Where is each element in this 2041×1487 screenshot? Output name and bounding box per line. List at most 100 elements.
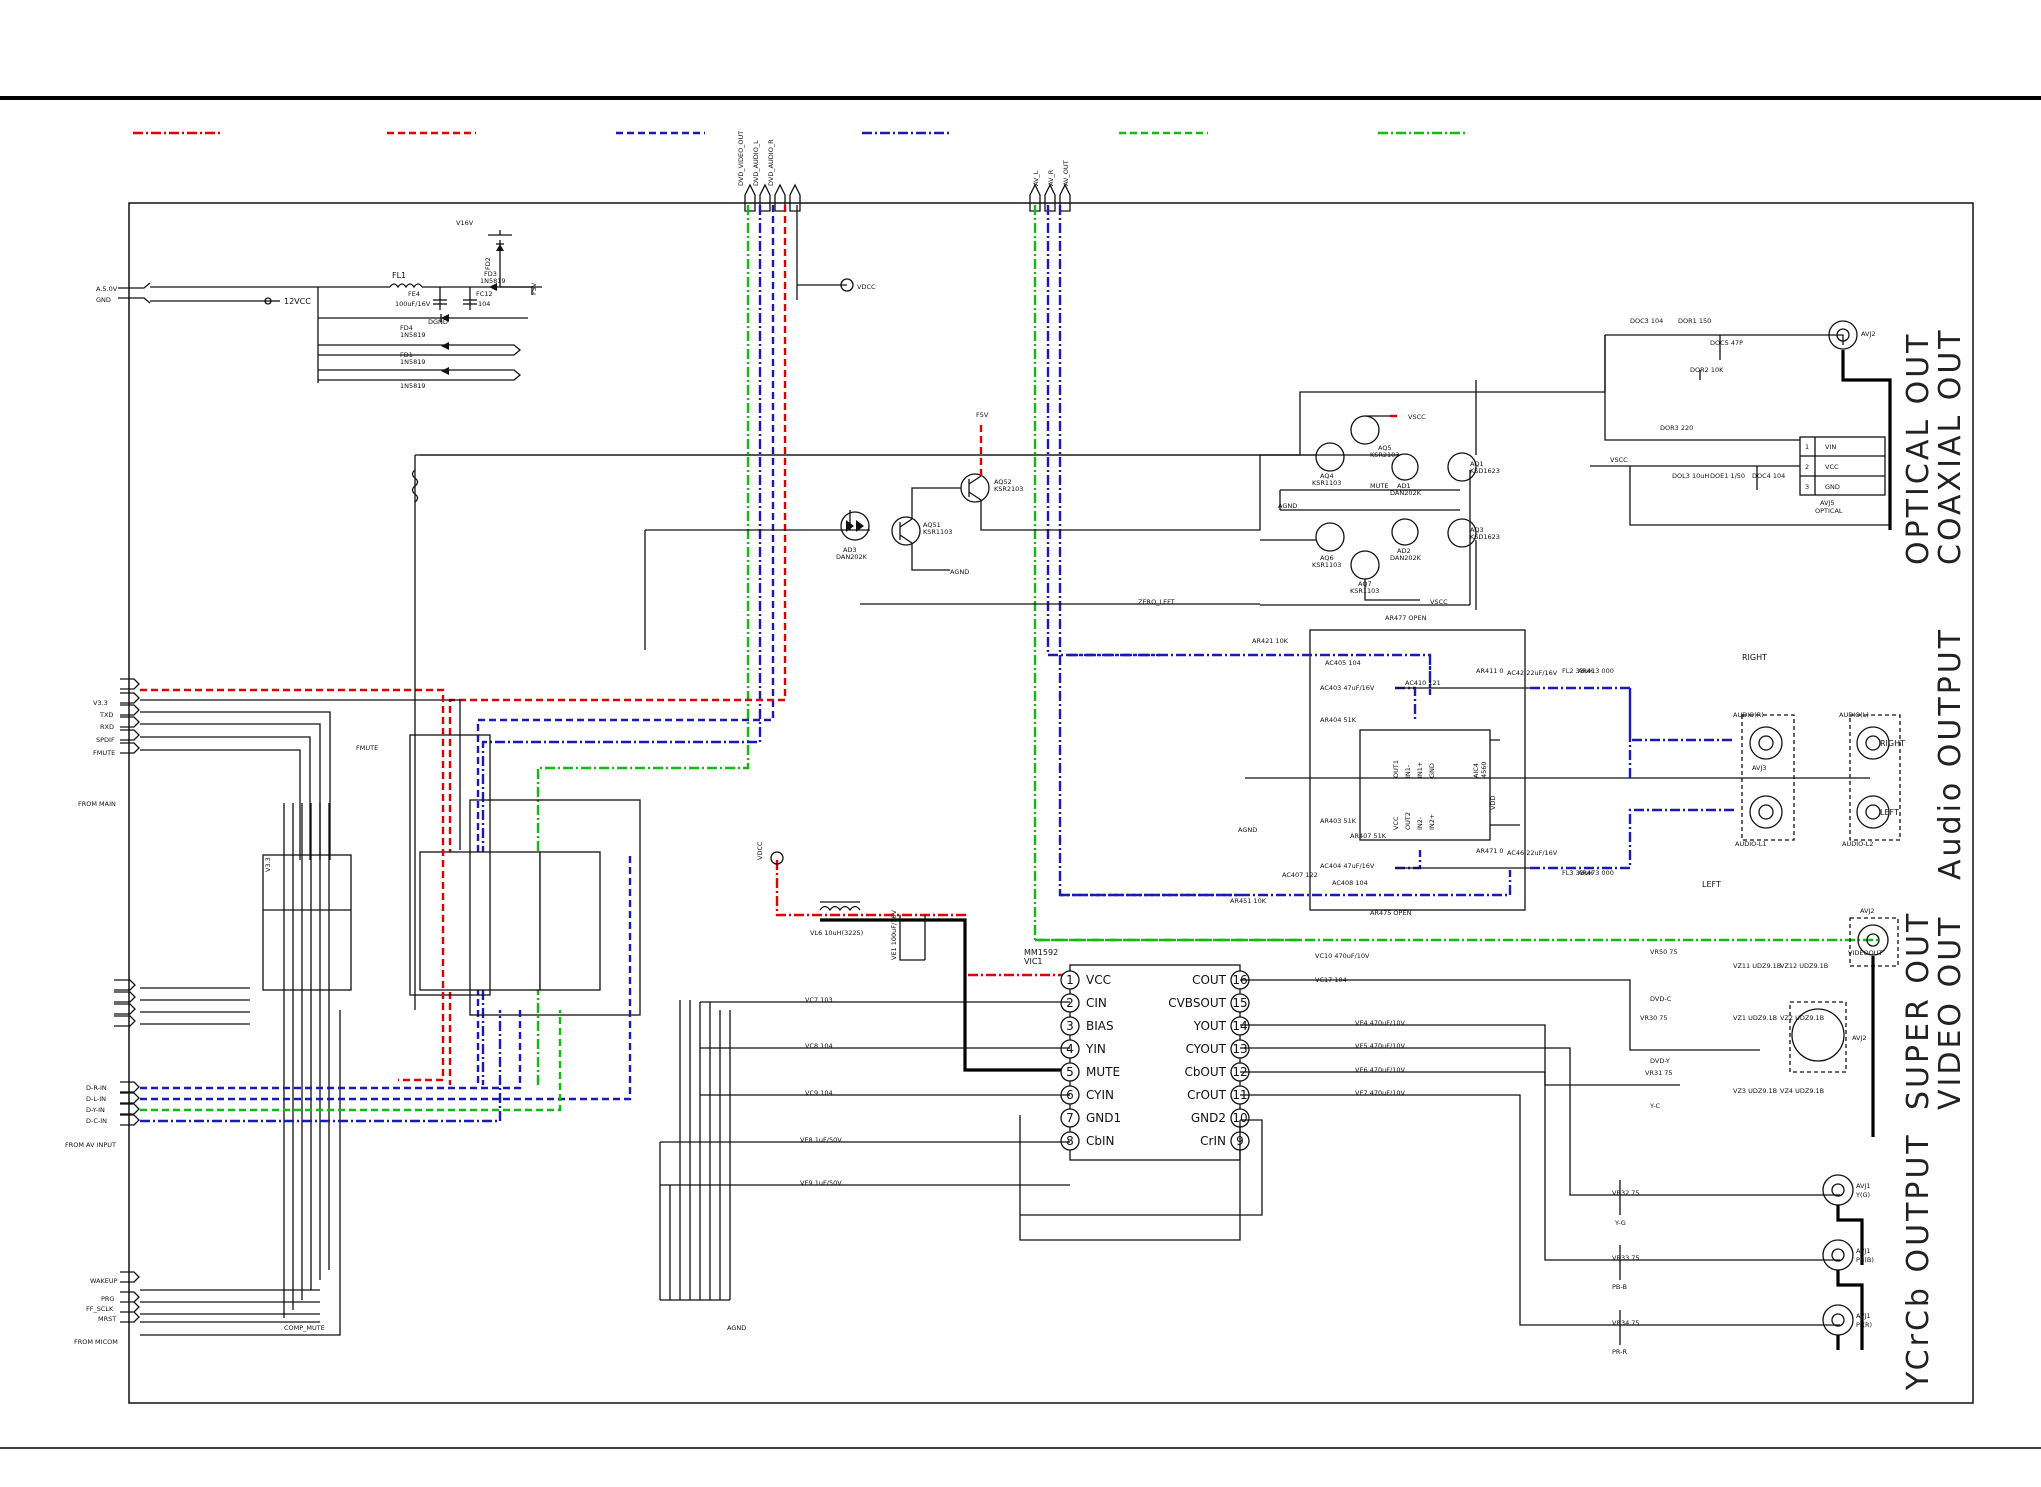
ve4-label: VE4 470uF/10V bbox=[1355, 1019, 1405, 1027]
opt-part-dor1: DOR1 150 bbox=[1678, 317, 1711, 325]
audio-section: AIC4 4560 OUT1 IN1- IN1+ GND VCC OUT2 IN… bbox=[1060, 614, 1905, 917]
audio-part-ar407: AR407 51K bbox=[1350, 832, 1387, 840]
av-input-connectors: D-R-IN D-L-IN D-Y-IN D-C-IN FROM AV INPU… bbox=[65, 855, 632, 1149]
audio-part-ar404: AR404 51K bbox=[1320, 716, 1357, 724]
opt-part-doe1: DOE1 1/50 bbox=[1710, 472, 1745, 480]
zero-left-net: ZERO_LEFT bbox=[1138, 598, 1175, 606]
vr32-label: VR32 75 bbox=[1612, 1189, 1640, 1197]
vscc-bot: VSCC bbox=[1430, 598, 1448, 606]
av-in-dc: D-C-IN bbox=[86, 1117, 107, 1125]
comp-gnd-pr: PR-R bbox=[1612, 1348, 1628, 1356]
aq4-ref: AQ4 bbox=[1320, 472, 1334, 480]
fmute-net: FMUTE bbox=[356, 744, 378, 752]
video-jack-label: VIDEOOUT bbox=[1848, 949, 1882, 957]
fe4-value: 100uF/16V bbox=[395, 300, 431, 308]
aic4-part: 4560 bbox=[1480, 761, 1488, 778]
optical-section: AVJ2 1 VIN 2 VCC 3 GND AVJ5 OPTICAL DOC3… bbox=[1590, 317, 1892, 530]
ic-pin-number: 5 bbox=[1066, 1065, 1074, 1079]
ic-pin-name: COUT bbox=[1192, 973, 1227, 987]
f5v-net: F5V bbox=[976, 411, 989, 419]
ic-pin-left bbox=[1060, 1062, 1080, 1082]
ic-pin-number: 8 bbox=[1066, 1134, 1074, 1148]
vz1-label: VZ1 UDZ9.1B bbox=[1733, 1014, 1777, 1022]
opt-pin1: 1 bbox=[1805, 443, 1809, 451]
audio-part-ar471: AR471 0 bbox=[1476, 847, 1504, 855]
vdcc-top: VDCC bbox=[857, 283, 876, 291]
micom-txd: TXD bbox=[99, 711, 113, 719]
power-connector-gnd: GND bbox=[96, 296, 111, 304]
vc17-label: VC17 104 bbox=[1315, 976, 1347, 984]
ad1-part: DAN202K bbox=[1390, 489, 1422, 497]
opt-pin1-name: VIN bbox=[1825, 443, 1836, 451]
ve6-label: VE6 470uF/10V bbox=[1355, 1066, 1405, 1074]
section-titles: OPTICAL OUT COAXIAL OUT Audio OUTPUT SUP… bbox=[1901, 327, 1968, 1391]
ic-pin-name: CIN bbox=[1086, 996, 1107, 1010]
audio-part-ar473: AR473 000 bbox=[1578, 869, 1614, 877]
ve9-label: VE9 1uF/50V bbox=[800, 1179, 842, 1187]
fd1-diode: 1N5819 bbox=[400, 358, 426, 366]
title-video-out: VIDEO OUT bbox=[1933, 915, 1968, 1110]
aq51-part: KSR1103 bbox=[923, 528, 952, 536]
aq6-ref: AQ6 bbox=[1320, 554, 1334, 562]
ic-pin-number: 14 bbox=[1232, 1019, 1247, 1033]
micom-mrst: MRST bbox=[98, 1315, 116, 1323]
ic-pin-left bbox=[1060, 993, 1080, 1013]
vr33-label: VR33 75 bbox=[1612, 1254, 1640, 1262]
fd3-diode: 1N5819 bbox=[480, 277, 506, 285]
av-in-dr: D-R-IN bbox=[86, 1084, 107, 1092]
aq1-part: KSD1623 bbox=[1470, 467, 1500, 475]
ve8-label: VE8 1uF/50V bbox=[800, 1136, 842, 1144]
left-label: LEFT bbox=[1702, 880, 1721, 889]
video-ic: VDCC VL6 10uH(3225) VE1 100uF/16V MM1592… bbox=[756, 841, 1241, 1161]
v12-label: 12VCC bbox=[284, 297, 311, 306]
jack-audio-l2: AUDIO-L2 bbox=[1842, 840, 1874, 848]
aq52-part: KSR2103 bbox=[994, 485, 1023, 493]
video-ic-outputs: VC10 470uF/10V VC17 104 VE4 470uF/10V VE… bbox=[1035, 938, 1880, 1326]
title-super-out: SUPER OUT bbox=[1901, 911, 1936, 1110]
opt-part-dor2: DOR2 10K bbox=[1690, 366, 1724, 374]
fd1-label: FD1 bbox=[400, 351, 413, 359]
ad1-ref: AD1 bbox=[1397, 482, 1411, 490]
audio-part-ar421: AR421 10K bbox=[1252, 637, 1289, 645]
audio-part-ac404: AC404 47uF/16V bbox=[1320, 862, 1375, 870]
f5v-label: F5V bbox=[530, 282, 538, 295]
ic-pin-name: CYIN bbox=[1086, 1088, 1114, 1102]
ic-pin-name: CrOUT bbox=[1187, 1088, 1227, 1102]
ic-pin-name: CbIN bbox=[1086, 1134, 1115, 1148]
micom-prg: PRG bbox=[101, 1295, 114, 1303]
opt-module-label: OPTICAL bbox=[1815, 507, 1843, 515]
comp-jack-y-label: Y(G) bbox=[1855, 1191, 1870, 1199]
fd4-label: FD4 bbox=[400, 324, 413, 332]
ic-pin-number: 1 bbox=[1066, 973, 1074, 987]
vc9-label: VC9 104 bbox=[805, 1089, 833, 1097]
ic-pin-number: 3 bbox=[1066, 1019, 1074, 1033]
from-micom-label: FROM MICOM bbox=[74, 1338, 118, 1346]
svg-text:V3.3: V3.3 bbox=[264, 857, 272, 872]
dgnd-label: DGND bbox=[428, 318, 448, 326]
fl1-label: FL1 bbox=[392, 271, 406, 280]
audio-part-ac408: AC408 104 bbox=[1332, 879, 1368, 887]
opt-part-doc5: DOC5 47P bbox=[1710, 339, 1743, 347]
vr31-label: VR31 75 bbox=[1645, 1069, 1673, 1077]
schematic-border bbox=[128, 202, 1974, 1404]
aq51-ref: AQ51 bbox=[923, 521, 941, 529]
top-connector-label: DVD_VIDEO_OUT bbox=[737, 131, 745, 186]
diode-label: 1N5819 bbox=[400, 382, 426, 390]
aic4-ref: AIC4 bbox=[1472, 763, 1480, 778]
jack-left-label: LEFT bbox=[1880, 808, 1899, 817]
power-section: 12VCC A.5.0V GND FL1 FE4 100uF/16V FC12 … bbox=[96, 219, 542, 390]
agnd-audio: AGND bbox=[1238, 826, 1257, 834]
comp-jack-pb: AVJ1 bbox=[1856, 1247, 1871, 1255]
ic-pin-left bbox=[1060, 1131, 1080, 1151]
vl6-label: VL6 10uH(3225) bbox=[810, 929, 863, 937]
aic4-pin8: IN2+ bbox=[1428, 814, 1436, 830]
ic-pin-name: YOUT bbox=[1193, 1019, 1227, 1033]
audio-part-fl3: FL3 33uH bbox=[1562, 869, 1593, 877]
vr50-label: VR50 75 bbox=[1650, 948, 1678, 956]
jack-audio-l: AUDIO(L) bbox=[1839, 711, 1869, 719]
power-connector-a5v: A.5.0V bbox=[96, 285, 118, 293]
side-connectors bbox=[114, 979, 136, 1027]
svideo-jack: AVJ2 bbox=[1852, 1034, 1867, 1042]
opt-part-doc4: DOC4 104 bbox=[1752, 472, 1785, 480]
opt-pin2: 2 bbox=[1805, 463, 1809, 471]
